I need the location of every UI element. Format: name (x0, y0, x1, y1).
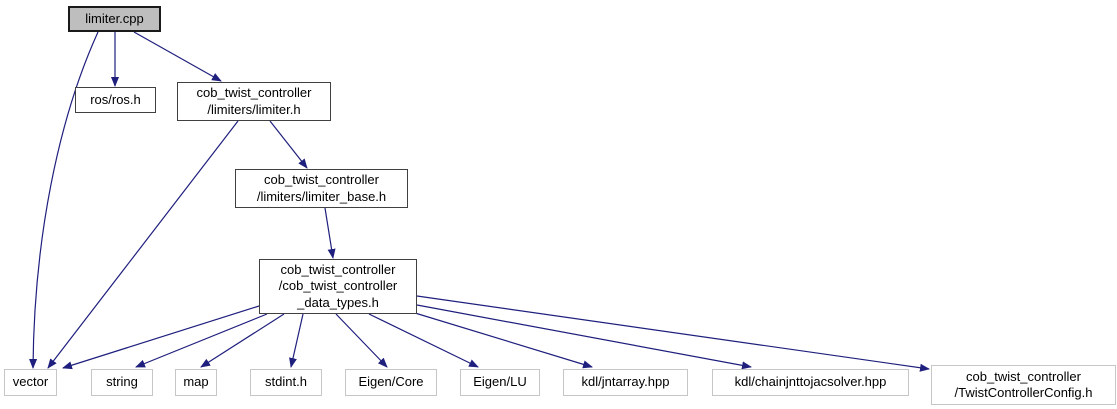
node-label: cob_twist_controller /limiters/limiter_b… (256, 172, 387, 204)
node-string: string (91, 369, 153, 396)
node-label: vector (12, 374, 49, 390)
node-label: kdl/chainjnttojacsolver.hpp (734, 374, 887, 390)
node-kdl-chainjnttojacsolver-hpp: kdl/chainjnttojacsolver.hpp (712, 369, 909, 396)
edge-limiter-h--limiter-base-h (269, 120, 308, 169)
edge-data-types-h--kdl-chainjnttojacsolver-hpp (416, 304, 752, 370)
edge-data-types-h--kdl-jntarray-hpp (414, 312, 593, 369)
edge-data-types-h--stdint-h (289, 313, 304, 368)
node-label: limiter.cpp (85, 10, 144, 26)
node-label: kdl/jntarray.hpp (581, 374, 670, 390)
node-label: cob_twist_controller /TwistControllerCon… (954, 368, 1093, 401)
node-ros-ros-h[interactable]: ros/ros.h (75, 87, 156, 113)
edge-data-types-h--twistcontrollerconfig-h (416, 295, 930, 372)
node-label: ros/ros.h (90, 91, 141, 107)
node-label: string (106, 374, 138, 390)
edge-data-types-h--vector (62, 305, 260, 370)
node-label: map (183, 374, 209, 390)
edge-data-types-h--eigen-core (335, 313, 388, 368)
node-vector: vector (4, 369, 57, 396)
node-label: cob_twist_controller /limiters/limiter.h (196, 85, 312, 117)
node-label: Eigen/Core (358, 374, 424, 390)
node-eigen-lu: Eigen/LU (460, 369, 540, 396)
node-kdl-jntarray-hpp: kdl/jntarray.hpp (563, 369, 688, 396)
edge-limiter-cpp--limiter-h (133, 31, 222, 82)
edge-limiter-base-h--data-types-h (324, 207, 336, 259)
edge-limiter-h--vector (47, 120, 239, 369)
node-limiter-cpp: limiter.cpp (68, 6, 161, 32)
node-limiter-h[interactable]: cob_twist_controller /limiters/limiter.h (177, 82, 331, 121)
node-map: map (175, 369, 217, 396)
node-label: stdint.h (265, 374, 307, 390)
edge-data-types-h--string (135, 313, 268, 368)
node-label: Eigen/LU (473, 374, 527, 390)
edge-limiter-cpp--vector (29, 31, 99, 369)
edge-data-types-h--map (200, 313, 285, 368)
node-limiter-base-h[interactable]: cob_twist_controller /limiters/limiter_b… (235, 169, 408, 208)
node-stdint-h: stdint.h (250, 369, 322, 396)
node-eigen-core: Eigen/Core (345, 369, 437, 396)
edge-data-types-h--eigen-lu (368, 313, 479, 368)
node-data-types-h[interactable]: cob_twist_controller /cob_twist_controll… (259, 259, 417, 314)
node-twistcontrollerconfig-h: cob_twist_controller /TwistControllerCon… (931, 365, 1116, 405)
node-label: cob_twist_controller /cob_twist_controll… (278, 261, 398, 310)
